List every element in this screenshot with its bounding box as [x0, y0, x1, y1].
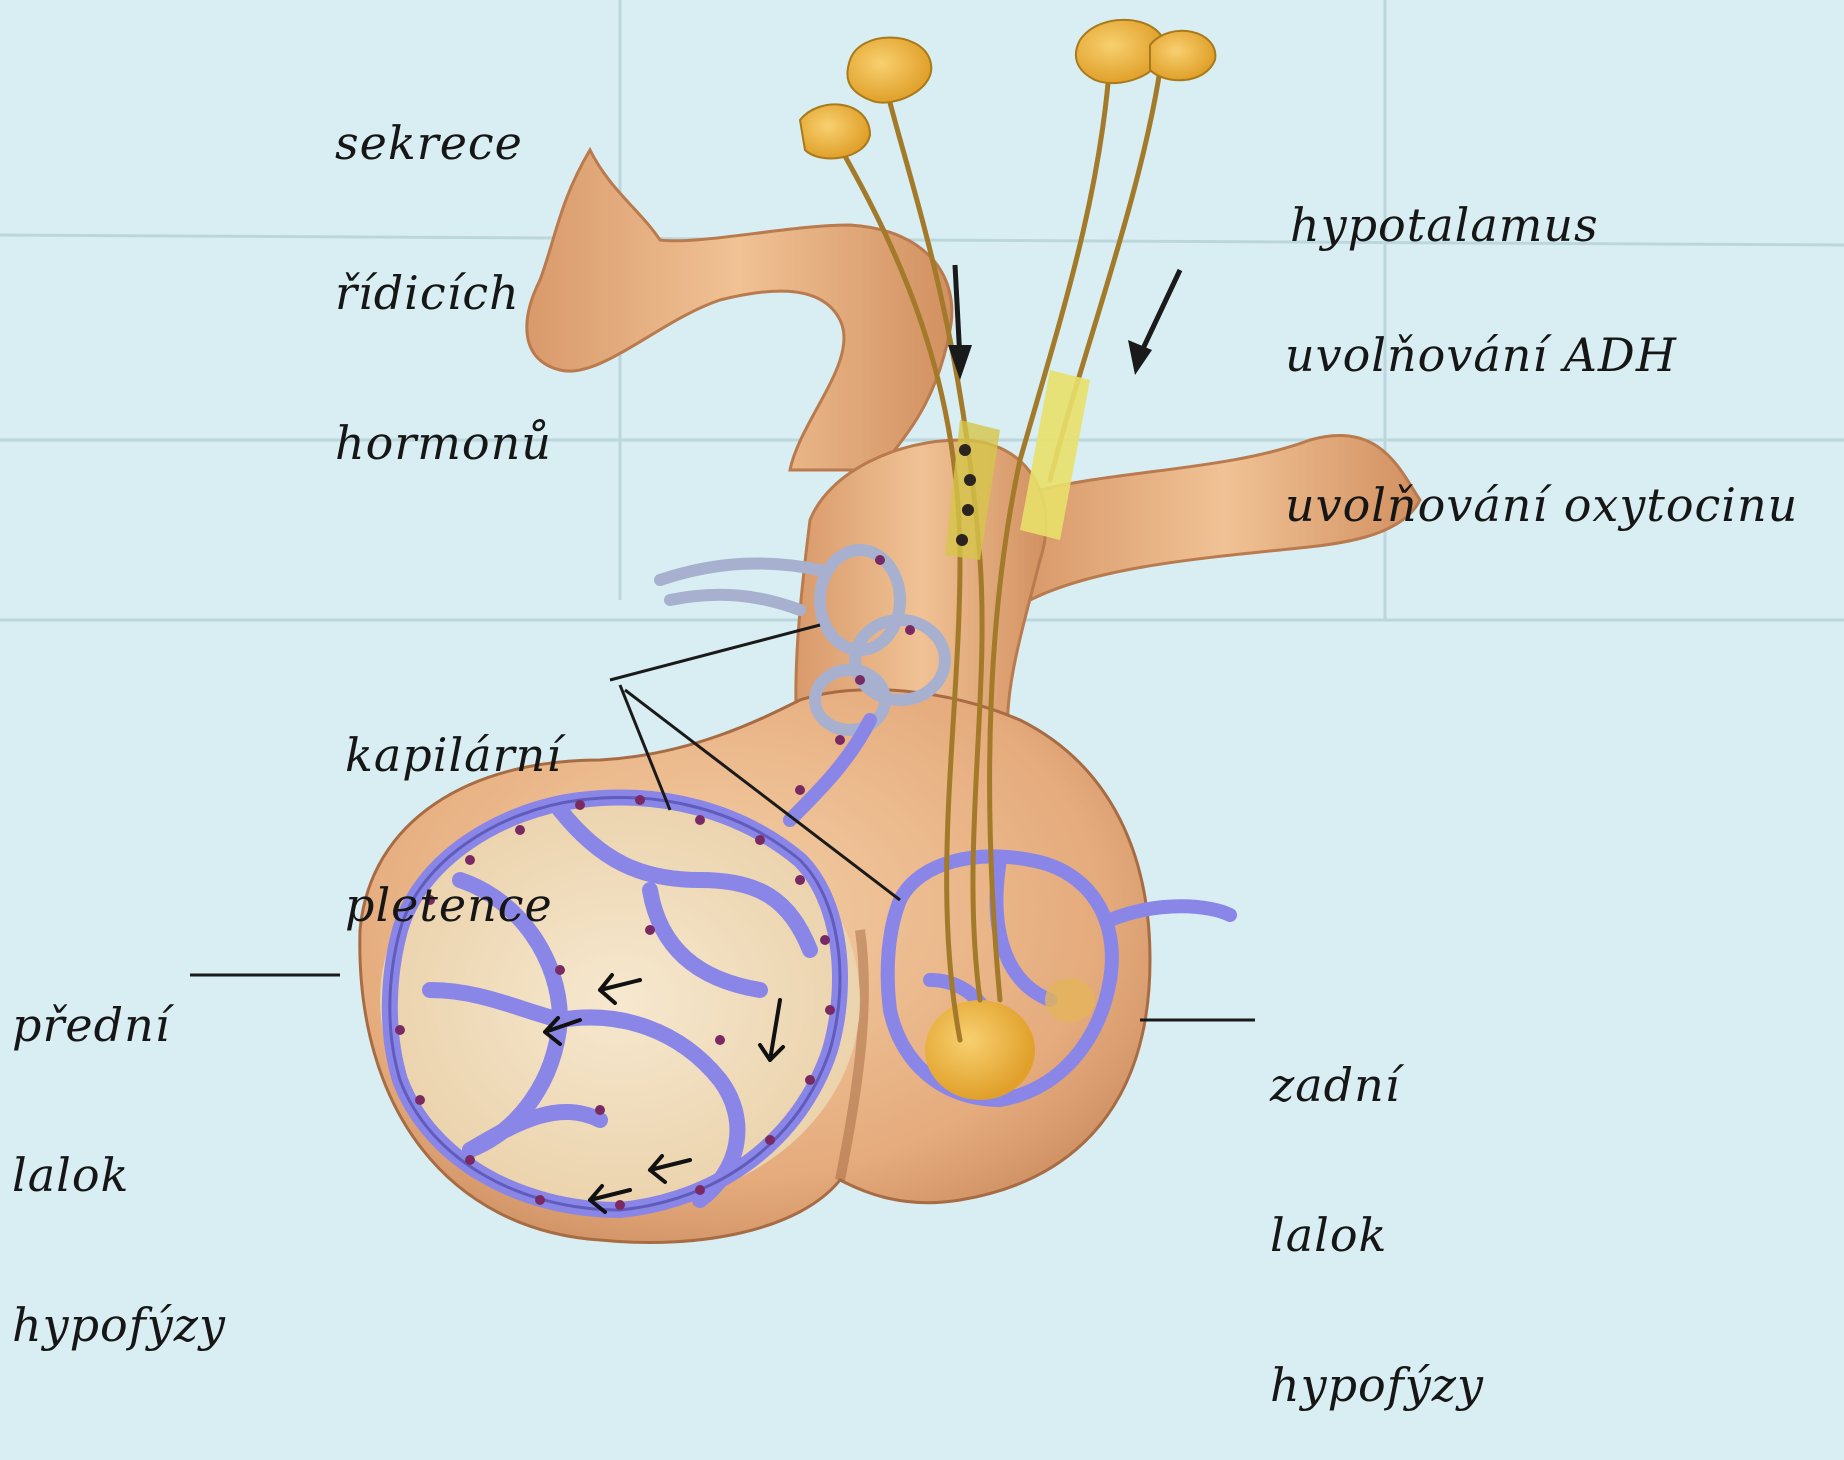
label-secretion-line3: hormonů	[335, 418, 552, 468]
neuron-cell-body	[847, 38, 931, 103]
label-posterior-line1: zadní	[1270, 1060, 1484, 1110]
label-posterior-line3: hypofýzy	[1270, 1360, 1484, 1410]
neuron-cell-body	[1150, 31, 1215, 80]
label-capillary: kapilární pletence	[345, 630, 562, 980]
label-anterior-line2: lalok	[12, 1150, 226, 1200]
label-release: uvolňování ADH uvolňování oxytocinu	[1285, 230, 1798, 580]
label-anterior-line1: přední	[12, 1000, 226, 1050]
label-secretion-line2: řídicích	[335, 268, 552, 318]
left-infundibulum-arm	[527, 150, 952, 470]
label-capillary-line1: kapilární	[345, 730, 562, 780]
label-secretion: sekrece řídicích hormonů	[335, 18, 552, 518]
label-release-line1: uvolňování ADH	[1285, 330, 1798, 380]
label-release-line2: uvolňování oxytocinu	[1285, 480, 1798, 530]
release-arrows	[948, 265, 1180, 380]
label-anterior-lobe: přední lalok hypofýzy	[12, 900, 226, 1400]
label-anterior-line3: hypofýzy	[12, 1300, 226, 1350]
label-posterior-line2: lalok	[1270, 1210, 1484, 1260]
neuron-cell-body	[800, 104, 870, 158]
label-secretion-line1: sekrece	[335, 118, 552, 168]
label-capillary-line2: pletence	[345, 880, 562, 930]
label-posterior-lobe: zadní lalok hypofýzy	[1270, 960, 1484, 1460]
